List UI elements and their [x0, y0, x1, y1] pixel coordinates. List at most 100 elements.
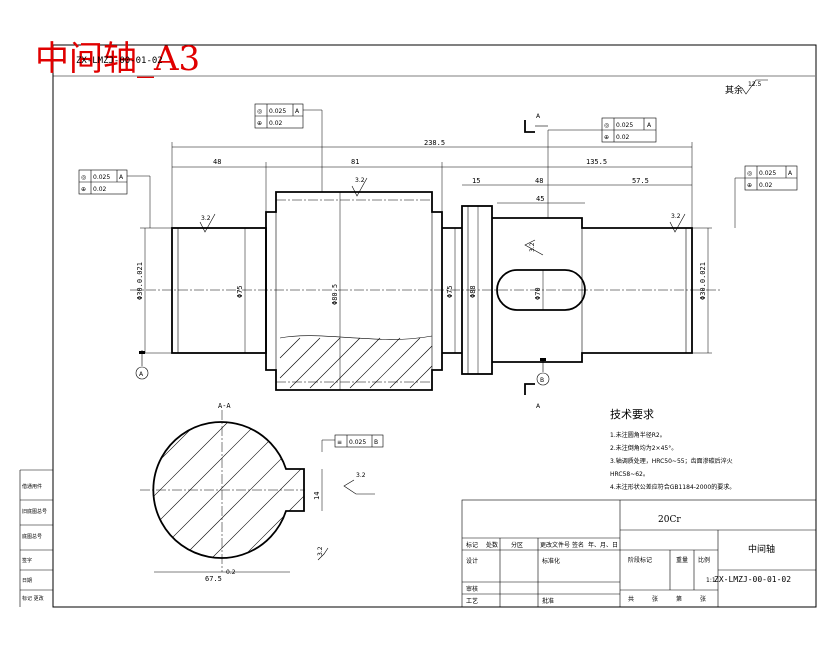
- svg-text:标记: 标记: [466, 541, 478, 549]
- svg-text:B: B: [374, 439, 378, 446]
- svg-text:14: 14: [313, 492, 321, 500]
- side-strip: 借通用件 旧底图总号 底图总号 签字 日期 标记 更改: [20, 483, 53, 602]
- drawing-code-top: ZX-LMZJ-00-01-02: [76, 56, 163, 66]
- dim-dia-75b: Φ75: [446, 285, 454, 298]
- svg-text:0.02: 0.02: [269, 120, 283, 127]
- dim-overall-length: 238.5: [424, 139, 445, 147]
- svg-text:A: A: [139, 371, 144, 378]
- roughness-rest-value: 12.5: [748, 81, 762, 88]
- svg-text:比例: 比例: [698, 556, 710, 564]
- svg-text:⊕: ⊕: [604, 134, 609, 141]
- svg-text:共: 共: [628, 595, 634, 603]
- section-cut-marks: A A: [524, 113, 548, 410]
- dim-15: 15: [472, 177, 480, 185]
- shaft-main-view: [171, 191, 693, 391]
- svg-text:处数: 处数: [486, 541, 498, 549]
- datum-a-marker: A: [135, 350, 149, 380]
- section-view-aa: A-A 67.5 0.2 14 ≡ 0.025 B: [140, 402, 384, 583]
- svg-text:0.025: 0.025: [349, 439, 366, 446]
- dim-81: 81: [351, 158, 359, 166]
- dim-dia-75: Φ75: [236, 285, 244, 298]
- svg-text:1.未注圆角半径R2。: 1.未注圆角半径R2。: [610, 431, 666, 439]
- dim-dia-left: Φ30.0.021: [136, 262, 144, 300]
- svg-text:标记 更改: 标记 更改: [22, 595, 44, 602]
- svg-text:分区: 分区: [511, 541, 523, 549]
- dim-48: 48: [213, 158, 221, 166]
- svg-text:3.2: 3.2: [317, 546, 324, 556]
- dim-dia-88: Φ88: [469, 285, 477, 298]
- svg-text:0.025: 0.025: [269, 108, 286, 115]
- svg-text:0.02: 0.02: [759, 182, 773, 189]
- drawing-no: ZX-LMZJ-00-01-02: [714, 575, 791, 584]
- svg-text:张: 张: [652, 595, 658, 603]
- svg-text:4.未注形状公差应符合GB1184-2000的要求。: 4.未注形状公差应符合GB1184-2000的要求。: [610, 483, 735, 491]
- material: 20Cr: [658, 515, 681, 525]
- svg-text:A: A: [647, 122, 652, 129]
- roughness-rest-symbol: [741, 79, 768, 95]
- svg-text:A: A: [788, 170, 793, 177]
- svg-text:旧底图总号: 旧底图总号: [22, 508, 47, 515]
- dim-57-5: 57.5: [632, 177, 649, 185]
- dim-keyway: Φ70: [534, 287, 542, 300]
- horizontal-dimensions: 238.5 48 81 135.5 15 48 57.5 45: [171, 139, 693, 228]
- svg-text:审核: 审核: [466, 585, 478, 593]
- svg-text:67.5: 67.5: [205, 575, 222, 583]
- svg-text:≡: ≡: [337, 439, 342, 446]
- drawing-border: [52, 44, 817, 608]
- svg-text:3.2: 3.2: [671, 213, 681, 220]
- svg-text:⊕: ⊕: [257, 120, 262, 127]
- tolerance-frame-top-right: ◎ 0.025 A ⊕ 0.02: [547, 117, 657, 218]
- svg-text:阶段标记: 阶段标记: [628, 556, 652, 564]
- svg-text:B: B: [540, 377, 544, 384]
- title-block: 20Cr 中间轴 ZX-LMZJ-00-01-02 1:1 阶段标记 重量 比例…: [461, 499, 817, 608]
- sheet-label: 中间轴_A3: [35, 39, 200, 79]
- svg-text:底图总号: 底图总号: [22, 533, 42, 540]
- dim-dia-80-5: Φ80.5: [331, 284, 339, 305]
- svg-text:年、月、日: 年、月、日: [588, 541, 618, 549]
- svg-text:0.2: 0.2: [226, 569, 236, 576]
- svg-text:签字: 签字: [22, 557, 32, 564]
- svg-text:3.2: 3.2: [529, 242, 536, 252]
- svg-text:3.轴调质处理，HRC50~55；齿面渗碳后淬火: 3.轴调质处理，HRC50~55；齿面渗碳后淬火: [610, 457, 733, 465]
- tolerance-frame-left: ◎ 0.025 A ⊕ 0.02: [78, 169, 151, 228]
- svg-text:◎: ◎: [604, 122, 609, 129]
- svg-text:第: 第: [676, 595, 682, 603]
- part-name: 中间轴: [748, 543, 775, 555]
- svg-text:3.2: 3.2: [356, 472, 366, 479]
- tolerance-frame-top-left: ◎ 0.025 A ⊕ 0.02: [254, 103, 323, 192]
- svg-text:0.025: 0.025: [759, 170, 776, 177]
- svg-text:批准: 批准: [542, 597, 554, 605]
- svg-text:⊕: ⊕: [81, 186, 86, 193]
- svg-text:A: A: [536, 113, 541, 120]
- svg-text:签名: 签名: [572, 541, 584, 549]
- svg-text:3.2: 3.2: [201, 215, 211, 222]
- roughness-rest-label: 其余: [725, 84, 743, 96]
- svg-text:2.未注倒角均为2×45°。: 2.未注倒角均为2×45°。: [610, 444, 677, 452]
- svg-text:张: 张: [700, 595, 706, 603]
- svg-text:1:1: 1:1: [706, 577, 716, 584]
- svg-text:◎: ◎: [747, 170, 752, 177]
- dim-135-5: 135.5: [586, 158, 607, 166]
- svg-text:A: A: [119, 174, 124, 181]
- tolerance-frame-right: ◎ 0.025 A ⊕ 0.02: [734, 165, 798, 228]
- svg-text:A: A: [295, 108, 300, 115]
- datum-b-marker: B: [536, 358, 550, 386]
- roughness-symbols: 3.2 3.2 3.2 3.2 3.2 3.2: [199, 177, 686, 561]
- svg-text:标准化: 标准化: [542, 557, 560, 565]
- svg-text:0.02: 0.02: [93, 186, 107, 193]
- svg-text:重量: 重量: [676, 556, 688, 564]
- svg-text:HRC58~62。: HRC58~62。: [610, 471, 649, 478]
- svg-text:0.025: 0.025: [93, 174, 110, 181]
- diameter-dimensions: Φ30.0.021 Φ75 Φ80.5 Φ75 Φ88 Φ70 Φ30.0.02…: [136, 192, 712, 390]
- svg-text:日期: 日期: [22, 578, 32, 584]
- svg-text:借通用件: 借通用件: [22, 483, 42, 490]
- dim-48b: 48: [535, 177, 543, 185]
- svg-text:3.2: 3.2: [355, 177, 365, 184]
- svg-text:0.02: 0.02: [616, 134, 630, 141]
- dim-dia-right: Φ30.0.021: [699, 262, 707, 300]
- svg-text:◎: ◎: [81, 174, 86, 181]
- svg-text:⊕: ⊕: [747, 182, 752, 189]
- svg-text:◎: ◎: [257, 108, 262, 115]
